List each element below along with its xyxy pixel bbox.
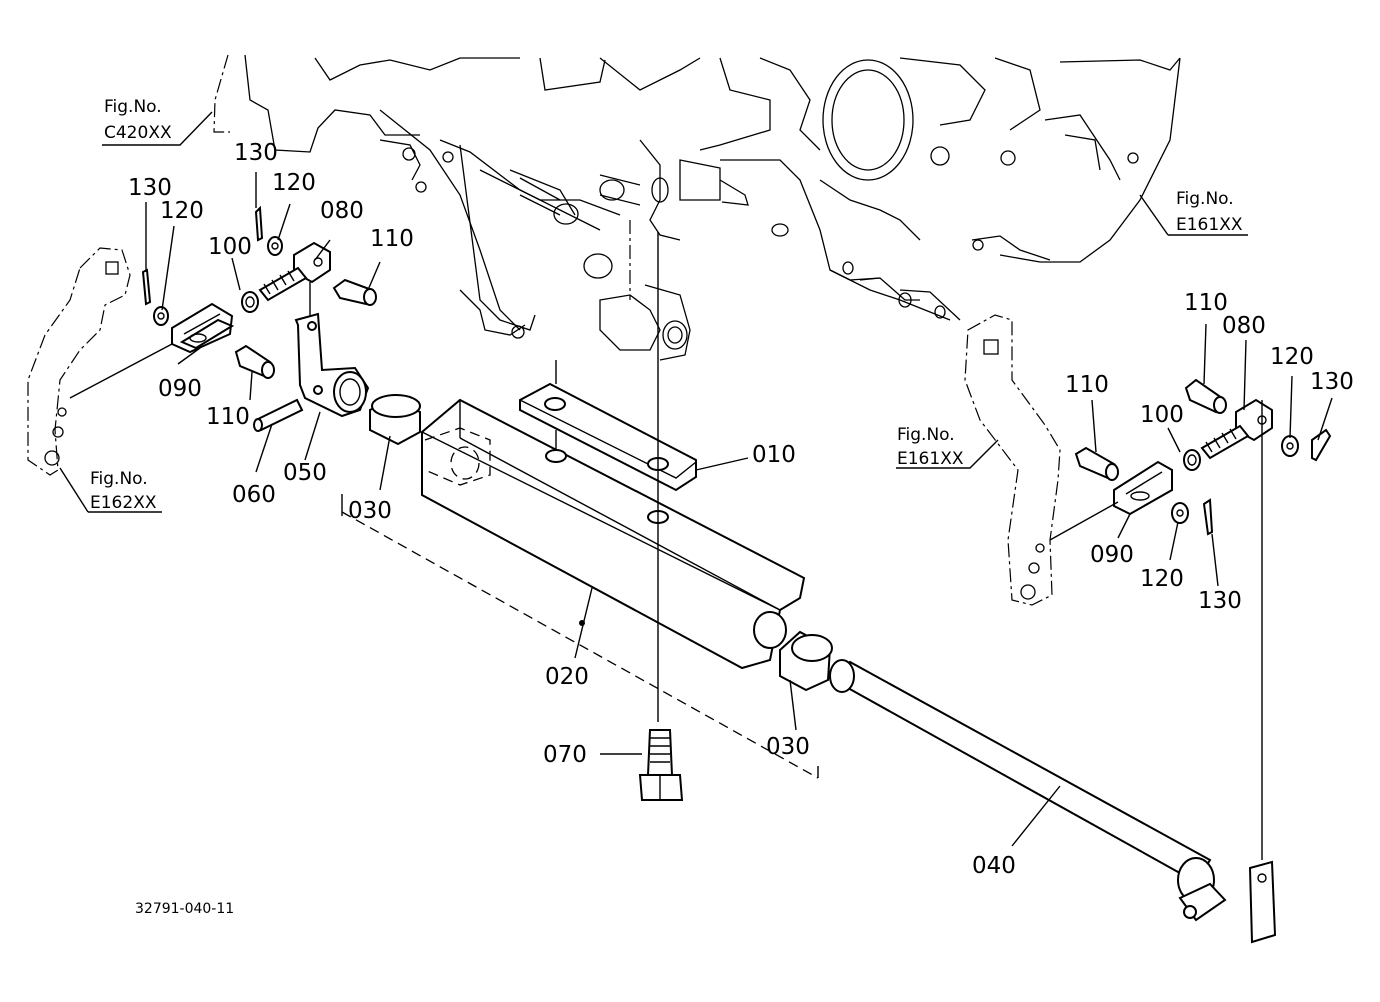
shaft-040-part [828, 659, 1227, 922]
callout-120-left-lower[interactable]: 120 [160, 198, 204, 224]
callout-050[interactable]: 050 [283, 460, 327, 486]
fig-ref-e161-mid[interactable]: Fig.No. E161XX [897, 425, 964, 469]
callout-090-right[interactable]: 090 [1090, 542, 1134, 568]
callout-120-right-lower[interactable]: 120 [1140, 566, 1184, 592]
clevis-090-right-part [1113, 460, 1173, 516]
cotter-pin-130-right-upper-part [1311, 428, 1332, 462]
fig-ref-c420-line1: Fig.No. [104, 97, 162, 117]
callout-020[interactable]: 020 [545, 664, 589, 690]
fig-ref-c420-line2: C420XX [104, 123, 172, 143]
callout-110-right-lower[interactable]: 110 [1065, 372, 1109, 398]
callout-090-left[interactable]: 090 [158, 376, 202, 402]
fig-ref-e161-mid-line2: E161XX [897, 449, 964, 469]
callout-100-right[interactable]: 100 [1140, 402, 1184, 428]
callout-110-right-upper[interactable]: 110 [1184, 290, 1228, 316]
transmission-housing-outline [213, 54, 1181, 361]
lever-arm-right-bottom-part [1248, 860, 1277, 944]
pin-110-right-lower-part [1074, 446, 1119, 481]
callout-030-a[interactable]: 030 [348, 498, 392, 524]
pin-110-left-upper-part [332, 278, 377, 306]
fig-ref-e161-top-line2: E161XX [1176, 215, 1243, 235]
bracket-020-part [421, 398, 806, 670]
callout-010[interactable]: 010 [752, 442, 796, 468]
washer-120-left-lower-part [153, 306, 169, 326]
fig-ref-leaders [59, 111, 1248, 513]
callout-080-left[interactable]: 080 [320, 198, 364, 224]
lever-e162-part [27, 247, 131, 476]
cotter-pin-130-right-lower-part [1202, 498, 1214, 536]
fig-ref-e162-line1: Fig.No. [90, 469, 148, 489]
washer-120-right-lower-part [1171, 502, 1189, 524]
fig-ref-e161-top-line1: Fig.No. [1176, 189, 1234, 209]
callout-100-left[interactable]: 100 [208, 234, 252, 260]
lever-e161-part [964, 314, 1061, 606]
callout-130-right-lower[interactable]: 130 [1198, 588, 1242, 614]
callout-060[interactable]: 060 [232, 482, 276, 508]
arm-050-part [294, 312, 370, 418]
clevis-080-right-part [1200, 398, 1273, 460]
callout-080-right[interactable]: 080 [1222, 313, 1266, 339]
fig-ref-e161-top[interactable]: Fig.No. E161XX [1176, 189, 1243, 235]
clevis-090-left-part [171, 302, 235, 354]
pin-110-right-upper-part [1184, 378, 1227, 414]
fig-ref-c420[interactable]: Fig.No. C420XX [104, 97, 172, 143]
callout-120-right-upper[interactable]: 120 [1270, 344, 1314, 370]
fig-ref-e161-mid-line1: Fig.No. [897, 425, 955, 445]
leader-lines [145, 172, 1333, 847]
nut-100-right-part [1183, 449, 1201, 471]
spring-pin-060-part [253, 398, 304, 432]
bushing-030-a-part [369, 394, 421, 446]
cotter-pin-130-left-lower-part [141, 268, 152, 306]
cotter-pin-130-left-upper-part [254, 205, 264, 242]
washer-120-left-upper-part [267, 236, 283, 256]
assembly-lines [69, 232, 1263, 860]
fig-ref-e162-line2: E162XX [90, 493, 157, 513]
callout-130-right-upper[interactable]: 130 [1310, 369, 1354, 395]
callout-040[interactable]: 040 [972, 853, 1016, 879]
callout-110-left-upper[interactable]: 110 [370, 226, 414, 252]
callout-120-left-upper[interactable]: 120 [272, 170, 316, 196]
bolt-070-part [638, 729, 684, 801]
callout-labels: 010 020 030 030 040 050 060 070 080 080 … [128, 140, 1354, 879]
washer-120-right-upper-part [1281, 435, 1299, 457]
callout-110-left-lower[interactable]: 110 [206, 404, 250, 430]
bushing-030-b-part [779, 630, 833, 692]
diagram-code: 32791-040-11 [135, 901, 234, 917]
nut-100-left-part [241, 291, 259, 313]
fig-ref-e162[interactable]: Fig.No. E162XX [90, 469, 157, 513]
pin-110-left-lower-part [234, 344, 275, 379]
callout-130-left-upper[interactable]: 130 [234, 140, 278, 166]
callout-030-b[interactable]: 030 [766, 734, 810, 760]
callout-130-left-lower[interactable]: 130 [128, 175, 172, 201]
callout-070[interactable]: 070 [543, 742, 587, 768]
